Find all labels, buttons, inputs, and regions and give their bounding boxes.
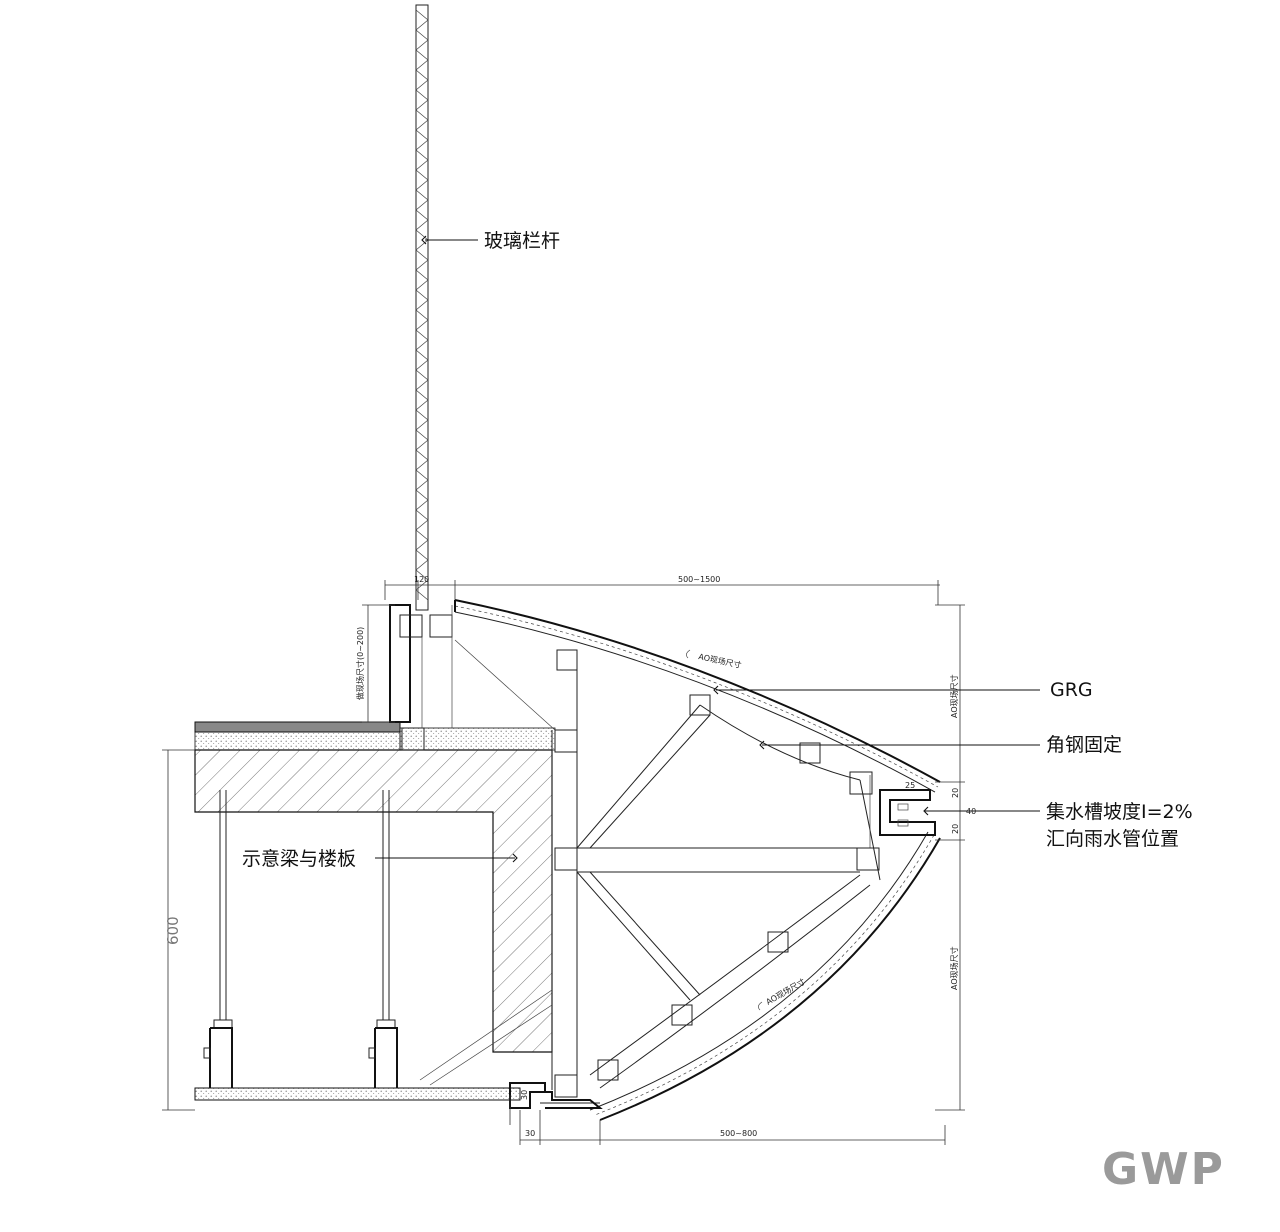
gutter (879, 789, 936, 836)
dim-upper-site: AO现场尺寸 (949, 674, 959, 718)
upstand-wall (389, 604, 453, 751)
dim-gutter-40: 40 (966, 807, 976, 816)
dim-small-25: 25 (905, 781, 915, 790)
dim-bottom-span: 500~800 (720, 1129, 757, 1138)
label-grg: GRG (1050, 679, 1093, 701)
dim-lower-arc-site: AO现场尺寸 (764, 976, 807, 1006)
dim-gutter-20-top: 20 (951, 788, 960, 798)
dim-top-width: 120 (414, 575, 429, 584)
dim-height-600: 600 (164, 916, 182, 945)
ceiling (194, 790, 603, 1109)
label-gutter-slope: 集水槽坡度I=2% (1046, 801, 1193, 823)
grg-lower-panel (540, 831, 941, 1121)
label-glass-railing: 玻璃栏杆 (484, 230, 560, 252)
grg-upper-panel (454, 599, 941, 793)
dim-bottom-30-a: 30 (520, 1090, 529, 1100)
dim-upper-arc-site: AO现场尺寸 (698, 651, 743, 670)
leader-lines (375, 235, 1040, 863)
dim-left-height: 做现场尺寸(0~200) (355, 627, 365, 700)
beam-slab (194, 721, 556, 1053)
label-to-downpipe: 汇向雨水管位置 (1046, 828, 1179, 850)
gwp-logo: GWP (1102, 1144, 1225, 1195)
dimension-lines (162, 580, 965, 1145)
dim-gutter-20-bottom: 20 (951, 824, 960, 834)
dim-top-span: 500~1500 (678, 575, 720, 584)
dim-bottom-30-b: 30 (525, 1129, 535, 1138)
steel-frame (419, 639, 881, 1098)
label-beam-slab: 示意梁与楼板 (242, 848, 356, 870)
glass-railing (415, 4, 429, 611)
label-angle-steel: 角钢固定 (1046, 734, 1122, 756)
dim-lower-site: AO现场尺寸 (949, 946, 959, 990)
